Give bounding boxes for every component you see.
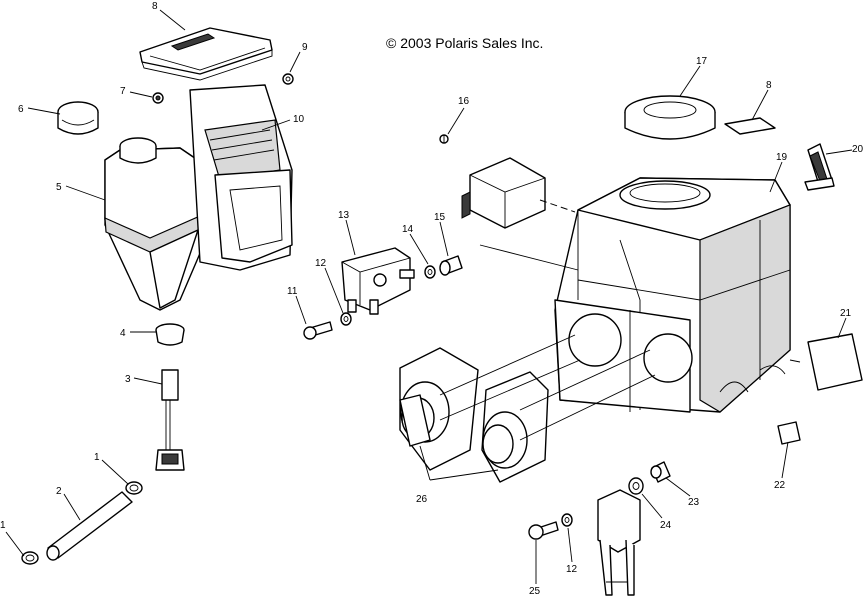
tank-assembly (104, 84, 293, 311)
callout-4: 4 (120, 328, 126, 339)
hose-clamp-upper (125, 481, 143, 495)
decal-8 (724, 117, 776, 135)
callout-9: 9 (302, 42, 308, 53)
callout-1-lower: 1 (0, 520, 6, 531)
callout-5: 5 (56, 182, 62, 193)
intake-boot-left (399, 347, 479, 471)
washer-12-upper (340, 312, 352, 326)
nut-23 (650, 461, 671, 483)
hose-clamp-lower (21, 551, 39, 565)
bolt-11 (303, 321, 333, 340)
callout-15: 15 (434, 212, 446, 223)
callout-11: 11 (287, 286, 298, 297)
grommet (155, 323, 185, 346)
callout-1-upper: 1 (94, 452, 100, 463)
fuel-pickup (155, 369, 185, 471)
washer-24 (628, 477, 644, 495)
mount-bracket (597, 489, 641, 596)
latch (804, 143, 835, 191)
leader-lines (5, 9, 853, 584)
washer-12-lower (561, 513, 573, 527)
callout-19: 19 (776, 152, 788, 163)
callout-26: 26 (416, 494, 428, 505)
callout-6: 6 (18, 104, 24, 115)
callout-25: 25 (529, 586, 541, 597)
callout-8-decal: 8 (766, 80, 772, 91)
callout-17: 17 (696, 56, 708, 67)
foam-ring (624, 95, 716, 140)
callout-12-upper: 12 (315, 258, 327, 269)
screw-7 (152, 92, 164, 104)
nut-9 (282, 73, 294, 85)
callout-10: 10 (293, 114, 305, 125)
callout-14: 14 (402, 224, 414, 235)
module-mount-line (539, 199, 576, 213)
callout-16: 16 (458, 96, 470, 107)
copyright-notice: © 2003 Polaris Sales Inc. (386, 35, 543, 51)
callout-22: 22 (774, 480, 786, 491)
fuel-pump (341, 247, 415, 315)
callout-13: 13 (338, 210, 350, 221)
callout-2: 2 (56, 486, 62, 497)
callout-21: 21 (840, 308, 852, 319)
callout-3: 3 (125, 374, 131, 385)
airbox (554, 177, 791, 413)
decal-21 (807, 333, 863, 391)
callout-8-lid: 8 (152, 1, 158, 12)
hose (46, 491, 133, 561)
filler-cap (57, 101, 99, 135)
callout-24: 24 (660, 520, 672, 531)
callout-12-lower: 12 (566, 564, 578, 575)
tank-lid (139, 27, 273, 81)
washer-14 (424, 265, 436, 279)
control-module (461, 157, 546, 229)
callout-23: 23 (688, 497, 700, 508)
decal-22 (777, 421, 801, 445)
intake-boot-right (481, 371, 549, 483)
bolt-25 (528, 521, 559, 540)
callout-20: 20 (852, 144, 864, 155)
callout-7: 7 (120, 86, 126, 97)
screw-16 (439, 134, 449, 144)
grommet-15 (439, 255, 463, 276)
